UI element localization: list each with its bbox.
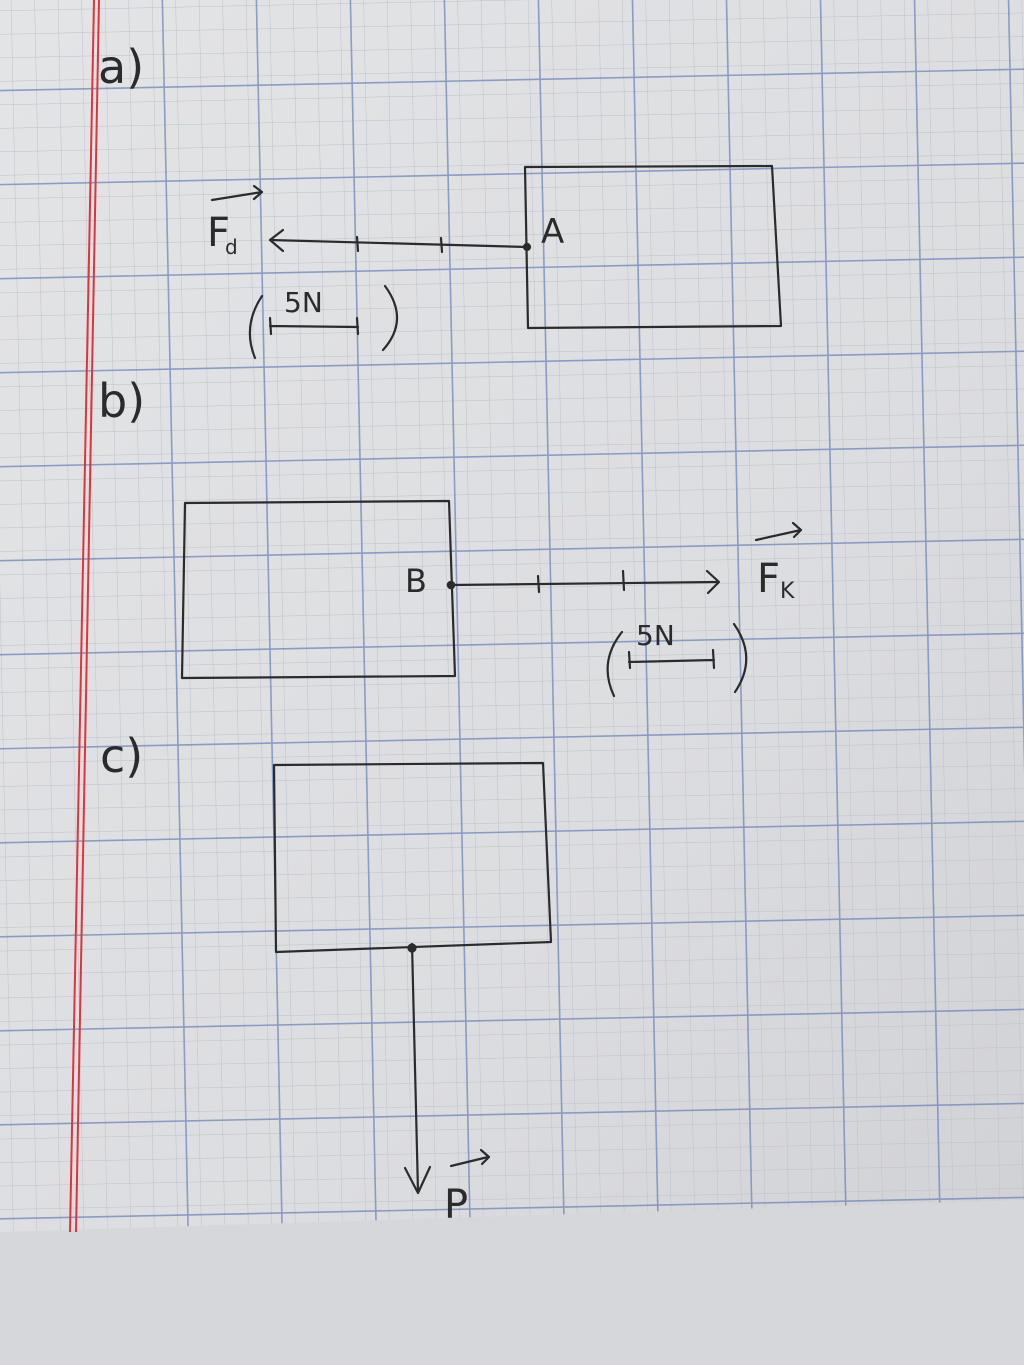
force-subscript-a: d xyxy=(225,235,238,259)
tick-b2 xyxy=(621,569,626,592)
force-label-a: F xyxy=(207,210,230,256)
force-arrowhead-b xyxy=(705,569,721,595)
tick-a1 xyxy=(355,235,360,253)
point-label-a: A xyxy=(541,212,564,252)
scale-paren-right-b xyxy=(732,622,748,694)
scale-bar-b xyxy=(627,648,716,670)
block-a xyxy=(523,164,783,330)
scale-paren-left-a xyxy=(248,294,264,360)
block-c xyxy=(272,761,553,954)
force-label-b: F xyxy=(757,556,780,602)
block-b xyxy=(180,499,457,680)
force-vector-a xyxy=(268,238,529,249)
vector-arrow-over-f-a xyxy=(210,184,264,202)
grid xyxy=(0,0,1024,1237)
tick-b1 xyxy=(536,574,541,594)
force-subscript-b: K xyxy=(780,579,795,604)
scale-label-b: 5N xyxy=(636,619,675,652)
vector-arrow-over-p xyxy=(449,1148,491,1168)
scale-label-a: 5N xyxy=(284,286,323,319)
scale-paren-right-a xyxy=(381,284,399,352)
scale-bar-a xyxy=(268,316,360,336)
point-a-dot xyxy=(522,242,532,252)
force-vector-b xyxy=(449,580,719,587)
point-b-dot xyxy=(446,580,456,590)
point-label-b: B xyxy=(405,562,427,600)
part-a-label: a) xyxy=(98,40,144,94)
vector-arrow-over-f-b xyxy=(754,521,803,542)
part-b-label: b) xyxy=(98,374,145,428)
point-c-dot xyxy=(407,943,417,953)
force-vector-c xyxy=(410,942,420,1194)
paper-bottom-margin xyxy=(0,1200,1024,1365)
tick-a2 xyxy=(439,236,444,254)
force-arrowhead-a xyxy=(268,228,285,253)
force-arrowhead-c xyxy=(403,1165,432,1195)
major-grid-lines xyxy=(0,0,1024,1232)
force-label-c: P xyxy=(444,1182,468,1228)
margin-lines xyxy=(69,0,100,1233)
scale-paren-left-b xyxy=(606,630,624,698)
part-c-label: c) xyxy=(100,729,143,783)
